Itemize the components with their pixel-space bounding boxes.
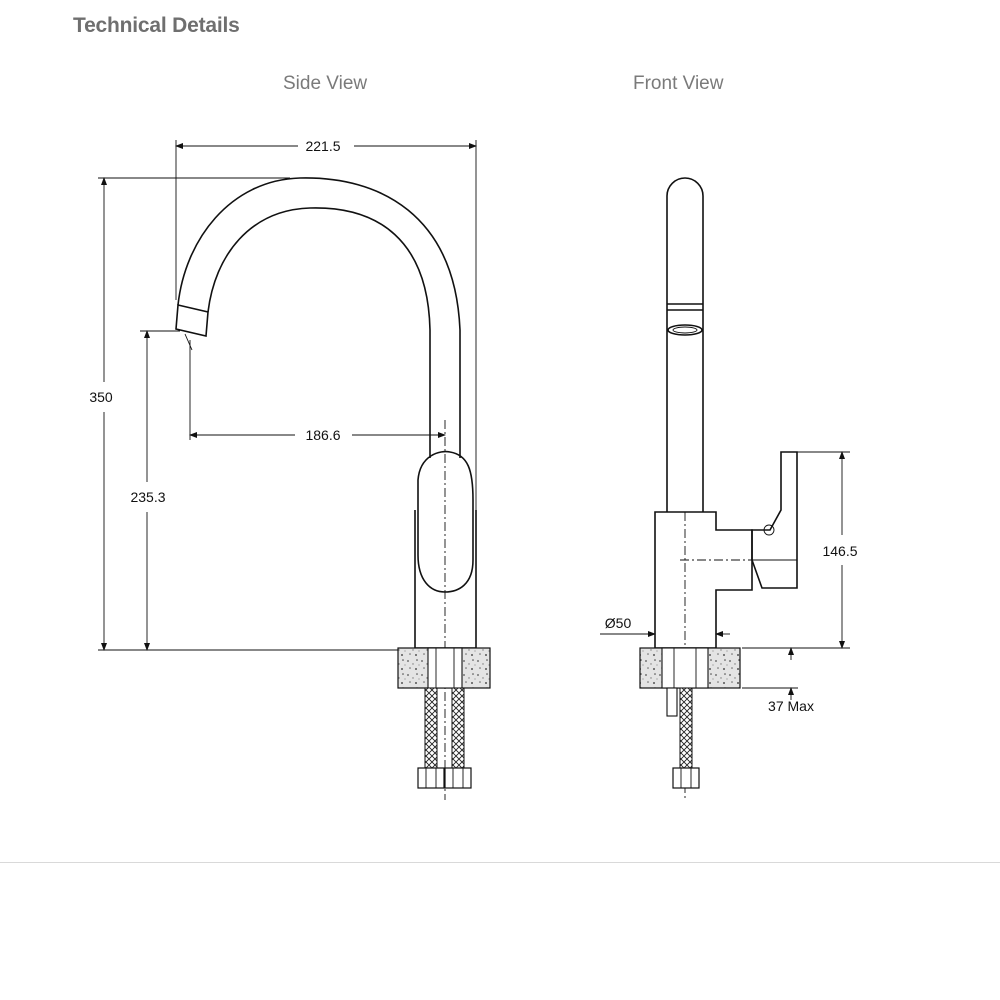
front-view-label: Front View	[633, 73, 724, 94]
side-hose-left	[424, 687, 438, 769]
spout-tip-axis	[184, 333, 193, 351]
side-view-drawing: 221.5 350 235.3 186.6	[89, 138, 491, 800]
front-threaded-stud	[666, 687, 678, 717]
spout-tip	[175, 304, 209, 337]
tap-handle	[417, 450, 474, 593]
side-hose-nut-right	[444, 767, 472, 789]
dim-spout-reach: 186.6	[305, 427, 340, 443]
side-view-label: Side View	[283, 73, 368, 94]
front-handle	[751, 451, 798, 589]
dim-bench-thickness: 37 Max	[768, 698, 814, 714]
section-divider	[0, 862, 1000, 863]
spout-outer-curve	[177, 177, 461, 458]
spout-inner-curve	[207, 207, 431, 458]
side-hose-right	[451, 687, 465, 769]
dim-lever-height: 146.5	[822, 543, 857, 559]
side-hose-nut-left	[417, 767, 445, 789]
front-hose	[679, 687, 693, 769]
front-hose-nut	[672, 767, 700, 789]
dim-height-overall: 350	[89, 389, 113, 405]
dim-base-diameter: Ø50	[605, 615, 632, 631]
front-spout	[666, 177, 704, 512]
page-title: Technical Details	[73, 14, 240, 37]
front-aerator	[667, 324, 703, 336]
dim-spout-height: 235.3	[130, 489, 165, 505]
front-view-drawing: 146.5 Ø50 37 Max	[600, 177, 858, 800]
dim-reach-overall: 221.5	[305, 138, 340, 154]
front-body	[654, 511, 753, 649]
